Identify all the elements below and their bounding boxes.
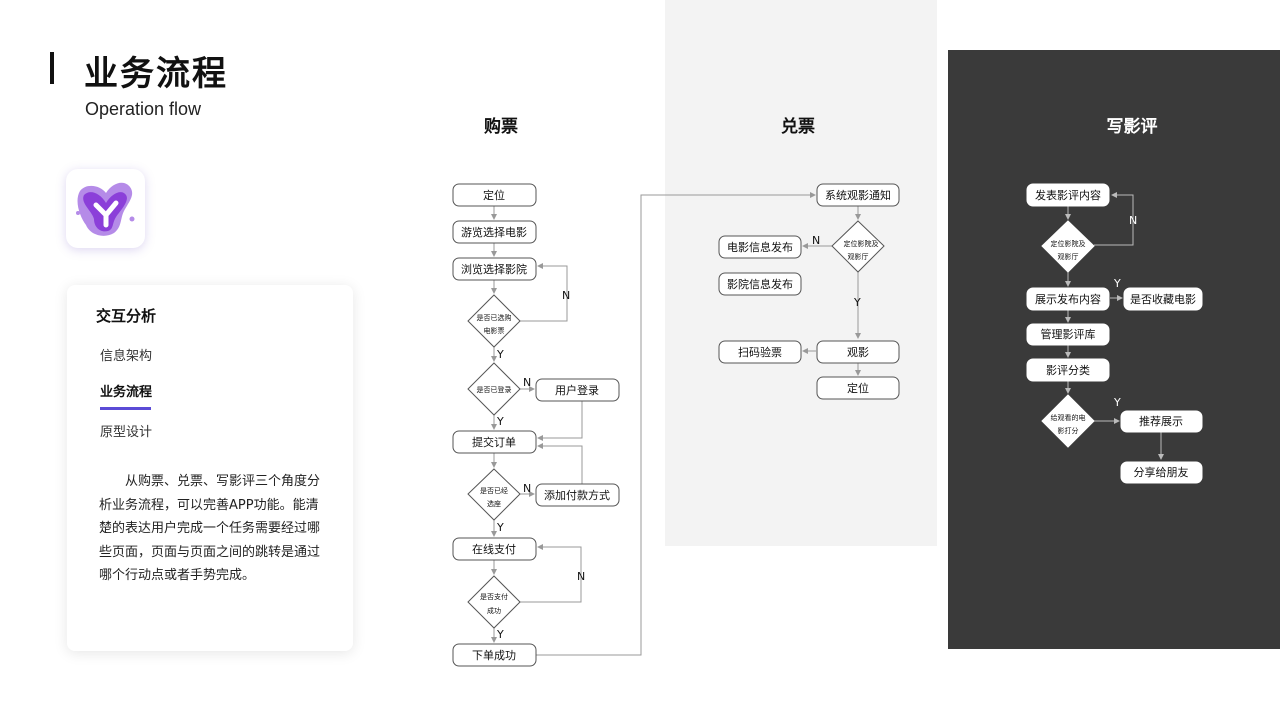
label-pay-2: 成功 bbox=[487, 606, 501, 615]
flow-description: 从购票、兑票、写影评三个角度分析业务流程，可以完善APP功能。能清楚的表达用户完… bbox=[99, 474, 321, 583]
nav-item-prototype[interactable]: 原型设计 bbox=[100, 425, 153, 440]
node-locate-redeem bbox=[816, 376, 900, 400]
label-locate-redeem: 定位 bbox=[847, 381, 869, 395]
card-title: 交互分析 bbox=[96, 307, 157, 325]
yes-label: Y bbox=[1113, 396, 1121, 409]
node-manage-reviews bbox=[1026, 323, 1110, 346]
node-locate bbox=[452, 183, 537, 207]
label-scan-ticket: 扫码验票 bbox=[738, 345, 782, 359]
analysis-card bbox=[67, 285, 353, 651]
label-watch: 观影 bbox=[847, 346, 869, 359]
label-locate-hall-1: 定位影院及 bbox=[844, 239, 879, 248]
label-show-content: 展示发布内容 bbox=[1035, 292, 1101, 306]
yes-label: Y bbox=[496, 521, 504, 534]
decision-seat-selected bbox=[467, 468, 521, 521]
logo-icon bbox=[76, 182, 135, 236]
label-cinema-info: 影院信息发布 bbox=[727, 277, 793, 291]
node-order-success bbox=[452, 643, 537, 667]
label-share-friends: 分享给朋友 bbox=[1134, 465, 1189, 479]
page-subtitle: Operation flow bbox=[85, 99, 202, 119]
label-online-pay: 在线支付 bbox=[472, 542, 516, 556]
no-label: N bbox=[562, 289, 570, 302]
node-show-content bbox=[1026, 287, 1110, 311]
yes-label: Y bbox=[496, 348, 504, 361]
label-review-locate-1: 定位影院及 bbox=[1051, 239, 1086, 248]
column-title-redeem: 兑票 bbox=[781, 117, 815, 137]
label-logged-in: 是否已登录 bbox=[477, 385, 512, 394]
label-pay-1: 是否支付 bbox=[480, 592, 508, 601]
no-label: N bbox=[523, 482, 531, 495]
yes-label: Y bbox=[496, 415, 504, 428]
title-accent-bar bbox=[50, 52, 54, 84]
yes-label: Y bbox=[1113, 277, 1121, 290]
app-logo bbox=[66, 169, 145, 248]
node-add-payment bbox=[535, 483, 620, 507]
label-browse-cinema: 浏览选择影院 bbox=[461, 262, 527, 276]
no-label: N bbox=[1129, 214, 1137, 227]
node-submit-order bbox=[452, 430, 537, 454]
node-browse-movie bbox=[452, 220, 537, 244]
decision-review-locate bbox=[1041, 220, 1095, 273]
node-cinema-info bbox=[718, 272, 802, 296]
node-classify-reviews bbox=[1026, 358, 1110, 382]
label-seat-1: 是否已经 bbox=[480, 486, 508, 495]
decision-rate-movie bbox=[1041, 394, 1095, 448]
label-submit-order: 提交订单 bbox=[472, 435, 516, 449]
redeem-panel bbox=[665, 0, 937, 546]
node-watch bbox=[816, 340, 900, 364]
label-order-success: 下单成功 bbox=[472, 649, 516, 662]
yes-label: Y bbox=[496, 628, 504, 641]
label-classify-reviews: 影评分类 bbox=[1046, 363, 1090, 377]
label-rate-1: 给观看的电 bbox=[1051, 413, 1086, 422]
label-locate: 定位 bbox=[483, 188, 505, 202]
label-system-notify: 系统观影通知 bbox=[825, 188, 891, 202]
label-selected-2: 电影票 bbox=[484, 326, 505, 335]
node-scan-ticket bbox=[718, 340, 802, 364]
label-movie-info: 电影信息发布 bbox=[727, 240, 793, 254]
nav-item-business-flow[interactable]: 业务流程 bbox=[100, 385, 153, 400]
node-movie-info bbox=[718, 235, 802, 259]
page-title: 业务流程 bbox=[84, 54, 228, 94]
label-add-payment: 添加付款方式 bbox=[544, 488, 610, 502]
decision-pay-success bbox=[467, 575, 521, 629]
column-title-review: 写影评 bbox=[1106, 117, 1158, 137]
node-system-notify bbox=[816, 183, 900, 207]
node-collect-movie bbox=[1123, 287, 1203, 311]
node-share-friends bbox=[1120, 461, 1203, 484]
node-user-login bbox=[535, 378, 620, 402]
label-manage-reviews: 管理影评库 bbox=[1041, 327, 1096, 341]
column-title-buy: 购票 bbox=[484, 117, 518, 137]
decision-selected-ticket bbox=[467, 294, 521, 348]
no-label: N bbox=[812, 234, 820, 247]
no-label: N bbox=[577, 570, 585, 583]
node-publish-review bbox=[1026, 183, 1110, 207]
decision-locate-hall bbox=[831, 220, 885, 273]
label-rate-2: 影打分 bbox=[1058, 426, 1079, 435]
label-publish-review: 发表影评内容 bbox=[1035, 188, 1101, 202]
review-panel bbox=[948, 50, 1280, 649]
label-recommend: 推荐展示 bbox=[1139, 414, 1183, 428]
label-review-locate-2: 观影厅 bbox=[1058, 252, 1079, 261]
label-seat-2: 选座 bbox=[487, 499, 501, 508]
nav-item-info-architecture[interactable]: 信息架构 bbox=[100, 349, 153, 364]
label-selected-1: 是否已选购 bbox=[477, 313, 512, 322]
active-nav-indicator bbox=[100, 407, 151, 410]
node-recommend bbox=[1120, 410, 1203, 433]
label-browse-movie: 游览选择电影 bbox=[461, 225, 527, 239]
no-label: N bbox=[523, 376, 531, 389]
no-label: N bbox=[1141, 425, 1148, 435]
yes-label: Y bbox=[853, 296, 861, 309]
label-locate-hall-2: 观影厅 bbox=[848, 252, 869, 261]
node-browse-cinema bbox=[452, 257, 537, 281]
decision-logged-in bbox=[467, 362, 521, 416]
label-user-login: 用户登录 bbox=[555, 383, 599, 397]
label-collect-movie: 是否收藏电影 bbox=[1130, 292, 1196, 306]
node-online-pay bbox=[452, 537, 537, 561]
